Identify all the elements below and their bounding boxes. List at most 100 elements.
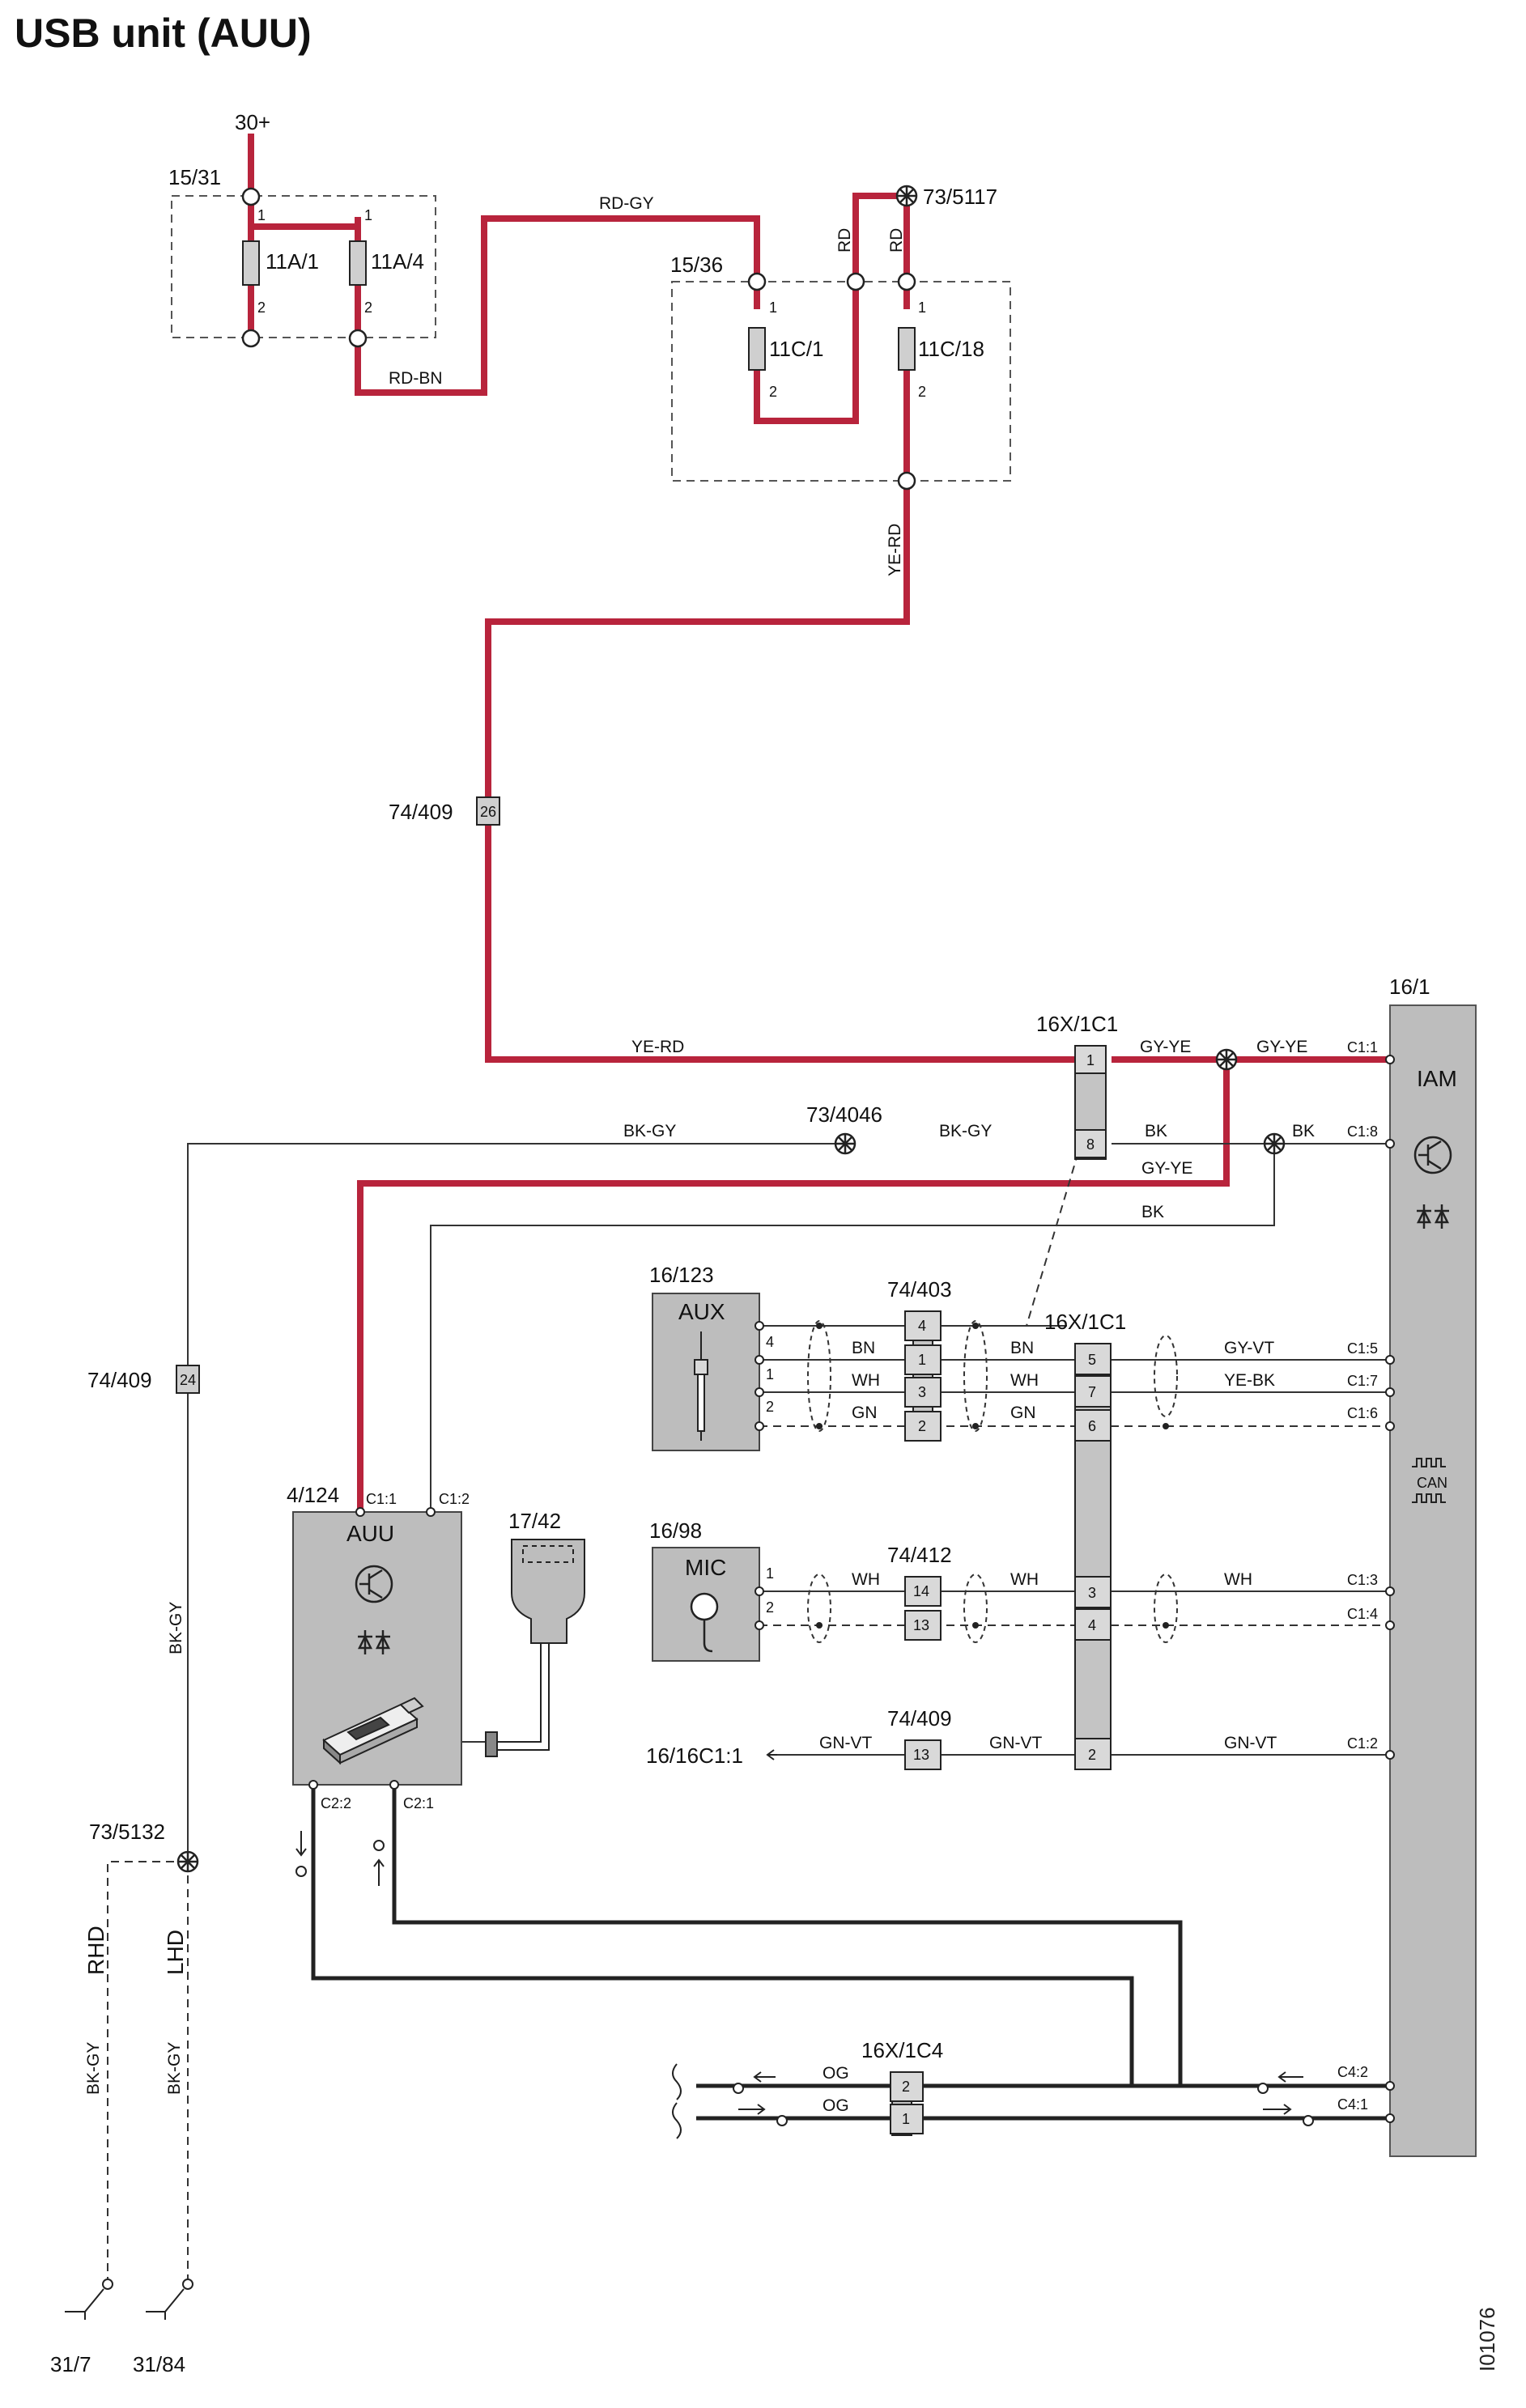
label-30plus: 30+ bbox=[235, 110, 270, 134]
wire-gn-vt-c: GN-VT bbox=[1224, 1734, 1277, 1752]
wire-mic-wh-b: WH bbox=[1010, 1570, 1039, 1589]
label-mic: MIC bbox=[685, 1555, 726, 1580]
wire-og-b: OG bbox=[823, 2096, 849, 2115]
wire-gn-b: GN bbox=[1010, 1404, 1036, 1422]
wire-gy-vt: GY-VT bbox=[1224, 1339, 1274, 1357]
terminal-circles bbox=[241, 187, 916, 491]
pin-label: 7 bbox=[1088, 1384, 1096, 1400]
connector-74409-b bbox=[176, 1365, 200, 1394]
wire-gy-ye-a: GY-YE bbox=[1140, 1038, 1191, 1056]
pin-label: 2 bbox=[918, 384, 926, 400]
pin-label: 1 bbox=[257, 207, 266, 223]
iam-module bbox=[1385, 1004, 1477, 2157]
wire-bk-gy-lhd: BK-GY bbox=[165, 2042, 184, 2095]
pin-label: C1:2 bbox=[1347, 1735, 1378, 1752]
pin-label: 1 bbox=[766, 1366, 774, 1382]
fuse-11a1 bbox=[242, 240, 260, 286]
pin-label: 1 bbox=[918, 1352, 926, 1368]
label-74409-b: 74/409 bbox=[87, 1368, 152, 1392]
pin-label: C1:8 bbox=[1347, 1123, 1378, 1140]
label-iam: IAM bbox=[1417, 1066, 1457, 1091]
pin-label: 3 bbox=[918, 1384, 926, 1400]
auu-transistor-icon bbox=[355, 1565, 393, 1603]
splice-5117 bbox=[895, 185, 918, 207]
wire-rd-b: RD bbox=[887, 228, 906, 253]
wire-bk-gy-v: BK-GY bbox=[167, 1602, 185, 1654]
label-5132: 73/5132 bbox=[89, 1820, 165, 1844]
wire-mic-wh-a: WH bbox=[852, 1570, 880, 1589]
wire-bn-a: BN bbox=[852, 1339, 875, 1357]
label-74403: 74/403 bbox=[887, 1277, 952, 1302]
pin-label: 2 bbox=[364, 299, 372, 316]
transistor-icon bbox=[1413, 1136, 1452, 1174]
label-31-84: 31/84 bbox=[133, 2352, 185, 2376]
label-11a4: 11A/4 bbox=[371, 249, 424, 274]
pin-label: 2 bbox=[766, 1599, 774, 1616]
pin-label: 2 bbox=[257, 299, 266, 316]
pin-label: 4 bbox=[918, 1318, 926, 1334]
pin-label: 1 bbox=[1086, 1052, 1095, 1068]
label-5117: 73/5117 bbox=[923, 185, 997, 209]
usb-socket-17-42 bbox=[485, 1539, 585, 1757]
label-16x1c1-mid: 16X/1C1 bbox=[1044, 1310, 1126, 1334]
label-15-31: 15/31 bbox=[168, 165, 221, 189]
pin-label: 2 bbox=[1088, 1747, 1096, 1763]
pin-label: C1:1 bbox=[366, 1491, 397, 1507]
label-15-36: 15/36 bbox=[670, 253, 723, 277]
can-arrows bbox=[295, 1749, 1314, 2139]
pin-label: 1 bbox=[918, 299, 926, 316]
pin-label: C2:1 bbox=[403, 1795, 434, 1811]
label-16-1: 16/1 bbox=[1389, 975, 1430, 999]
wire-rd-gy: RD-GY bbox=[599, 194, 654, 213]
wire-bk-gy-b: BK-GY bbox=[939, 1122, 992, 1140]
pin-label: 1 bbox=[769, 299, 777, 316]
pin-label: 6 bbox=[1088, 1418, 1096, 1434]
twisted-pair-dots bbox=[816, 1323, 1169, 1629]
bus-wires bbox=[311, 1785, 1390, 2121]
label-74409-c: 74/409 bbox=[887, 1706, 952, 1731]
connector-74409-c bbox=[904, 1739, 942, 1770]
connector-16x1c4 bbox=[890, 2071, 924, 2136]
wire-bk-c: BK bbox=[1141, 1203, 1164, 1221]
pin-label: 4 bbox=[766, 1334, 774, 1350]
fusebox-15-31 bbox=[171, 195, 436, 338]
label-16-123: 16/123 bbox=[649, 1263, 714, 1287]
label-11c18: 11C/18 bbox=[918, 337, 984, 361]
wire-ye-rd-h: YE-RD bbox=[631, 1038, 684, 1056]
pin-label: C1:4 bbox=[1347, 1606, 1378, 1622]
wire-bn-b: BN bbox=[1010, 1339, 1034, 1357]
pin-label: 1 bbox=[766, 1565, 774, 1582]
label-74412: 74/412 bbox=[887, 1543, 952, 1567]
document-id: I01076 bbox=[1475, 2307, 1499, 2372]
pin-label: C1:1 bbox=[1347, 1039, 1378, 1055]
pin-label: C1:5 bbox=[1347, 1340, 1378, 1357]
can-icon bbox=[1412, 1458, 1446, 1503]
label-can: CAN bbox=[1417, 1475, 1447, 1491]
splice-5132 bbox=[176, 1850, 199, 1873]
pin-label: C1:3 bbox=[1347, 1572, 1378, 1588]
pin-label: 5 bbox=[1088, 1352, 1096, 1368]
pin-label: C2:2 bbox=[321, 1795, 351, 1811]
pin-label: 13 bbox=[913, 1617, 929, 1633]
pin-label: 2 bbox=[902, 2079, 910, 2095]
connector-16x1c1-mid bbox=[1074, 1343, 1112, 1770]
connector-74403 bbox=[904, 1310, 942, 1442]
label-aux: AUX bbox=[678, 1299, 725, 1324]
pin-label: 2 bbox=[769, 384, 777, 400]
fuse-11c1 bbox=[748, 327, 766, 371]
wire-gn-vt-b: GN-VT bbox=[989, 1734, 1043, 1752]
page-title: USB unit (AUU) bbox=[15, 11, 312, 56]
fuse-11c18 bbox=[898, 327, 916, 371]
auu-diode-icon bbox=[357, 1630, 391, 1654]
wire-rd-bn: RD-BN bbox=[389, 369, 443, 388]
wire-color-labels: RD-GY RD-BN RD RD YE-RD YE-RD GY-YE GY-Y… bbox=[84, 194, 1315, 2115]
label-17-42: 17/42 bbox=[508, 1509, 561, 1533]
wire-rd-a: RD bbox=[835, 228, 854, 253]
pin-label: 2 bbox=[766, 1399, 774, 1415]
pin-label: C4:1 bbox=[1337, 2096, 1368, 2113]
wire-gn-a: GN bbox=[852, 1404, 878, 1422]
audio-jack-icon bbox=[694, 1331, 708, 1441]
label-31-7: 31/7 bbox=[50, 2352, 91, 2376]
pin-label: 24 bbox=[180, 1372, 196, 1388]
